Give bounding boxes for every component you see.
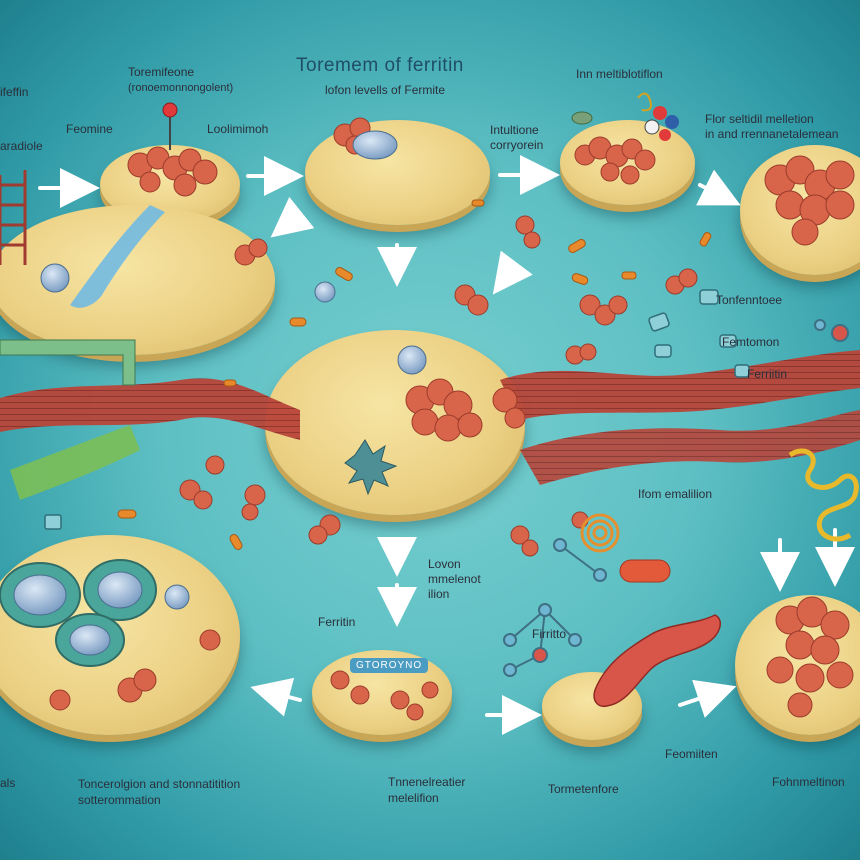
arrow-4: [696, 169, 741, 206]
cluster-bottom-left: [49, 629, 221, 711]
green-pipe: [0, 339, 136, 386]
label-melelifion: melelifion: [388, 791, 439, 805]
arrow-9: [250, 677, 302, 717]
label-femtomon: Femtomon: [722, 335, 780, 349]
label-inn-meltiblotiflon: Inn meltiblotiflon: [576, 67, 663, 81]
label-ferritin-mid: Ferritin: [318, 615, 356, 629]
cluster-center: [405, 378, 526, 442]
protein-glyphs: [44, 289, 750, 530]
label-ifom-emalilion: Ifom emalilion: [638, 487, 713, 501]
label-lovon: Lovon: [428, 557, 461, 571]
label-firritto: Firritto: [532, 627, 566, 641]
cluster-bottom-center: [330, 670, 439, 721]
label-left-edge-1: ifeffin: [0, 85, 29, 99]
label-sotterommation: sotterommation: [78, 793, 161, 807]
label-tnnenelreatier: Tnnenelreatier: [388, 775, 466, 789]
label-tormetenfore: Tormetenfore: [548, 782, 619, 796]
label-fohnmeltinon: Fohnmeltinon: [772, 775, 845, 789]
arrow-11: [678, 679, 737, 718]
arrow-14: [492, 250, 533, 295]
ferritin-clusters: [49, 117, 855, 721]
cluster-top-right: [574, 136, 656, 185]
red-cell: [593, 614, 722, 708]
left-ladder: [0, 170, 27, 265]
cluster-floating: [179, 215, 698, 557]
molecule-icons-top-right: [571, 92, 679, 141]
label-toncerolgion: Toncerolgion and stonnatitition: [78, 777, 241, 791]
label-toremifeone: Toremifeone: [128, 65, 195, 79]
label-feomiiten: Feomiiten: [665, 747, 718, 761]
pin-marker: [162, 102, 178, 150]
label-bottom-left-edge: als: [0, 776, 16, 790]
label-feomine: Feomine: [66, 122, 113, 136]
label-mmelenot: mmelenot: [428, 572, 481, 586]
label-ronoemonnongolent: (ronoemonnongolent): [128, 82, 234, 94]
label-loolimimoh: Loolimimoh: [207, 122, 269, 136]
label-ilion: ilion: [428, 587, 450, 601]
label-tonfenntoee: Tonfenntoee: [716, 293, 783, 307]
label-corryorein: corryorein: [490, 138, 544, 152]
blue-stream: [70, 205, 165, 308]
label-ferriitin: Ferriitin: [747, 367, 788, 381]
cluster-bottom-right: [766, 596, 854, 718]
spiral: [580, 513, 620, 553]
cells: [0, 130, 427, 667]
protein-tag: GTOROYNO: [350, 658, 429, 673]
diagram-title: Toremem of ferritin: [296, 55, 464, 76]
arrow-5: [270, 196, 315, 238]
capsules: [117, 199, 712, 583]
molecule-network: [503, 319, 849, 677]
cluster-far-right: [764, 155, 855, 246]
cluster-top-left: [127, 146, 218, 197]
label-far-right-1: Flor seltidil melletion: [705, 112, 814, 126]
blood-vessels: [0, 350, 860, 500]
label-left-edge-2: aradiole: [0, 139, 43, 153]
flow-arrows: [38, 155, 855, 735]
label-intultione: Intultione: [490, 123, 539, 137]
chain-molecule: [788, 448, 859, 542]
label-center-subtitle: lofon levells of Fermite: [325, 83, 446, 97]
label-far-right-2: in and rrennanetalemean: [705, 127, 839, 141]
